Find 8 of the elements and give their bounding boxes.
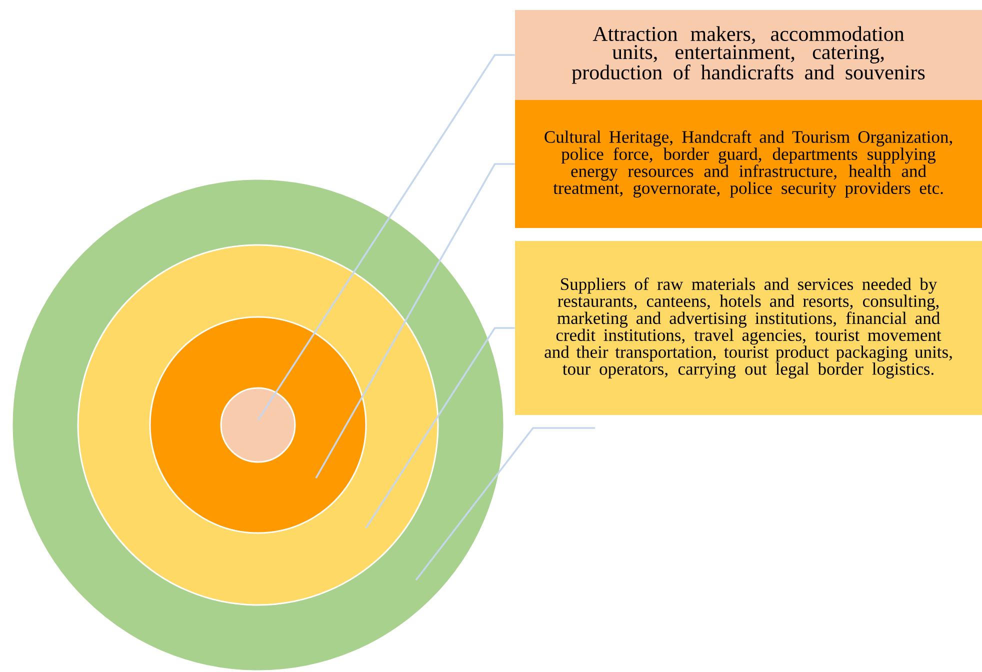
- leader-line: [257, 54, 515, 420]
- text-box: Cultural Heritage, Handcraft and Tourism Organization, police force, border guard, departments supplying energy resources and infrastructure, health and treatment, governorate, police security providers etc.: [515, 100, 982, 228]
- ring-circle: [220, 387, 296, 463]
- leader-line: [365, 327, 515, 528]
- text-box: Attraction makers, accommodation units, entertainment, catering, production of handicrafts and souvenirs: [515, 10, 982, 100]
- leader-line: [415, 427, 595, 581]
- leader-line: [315, 163, 515, 478]
- text-box: Suppliers of raw materials and services needed by restaurants, canteens, hotels and resorts, consulting, marketing and advertising institutions, financial and credit institutions, travel agencies, tourist movement and their transportation, tourist product packaging units, tour operators, carrying out legal border logistics.: [515, 241, 982, 415]
